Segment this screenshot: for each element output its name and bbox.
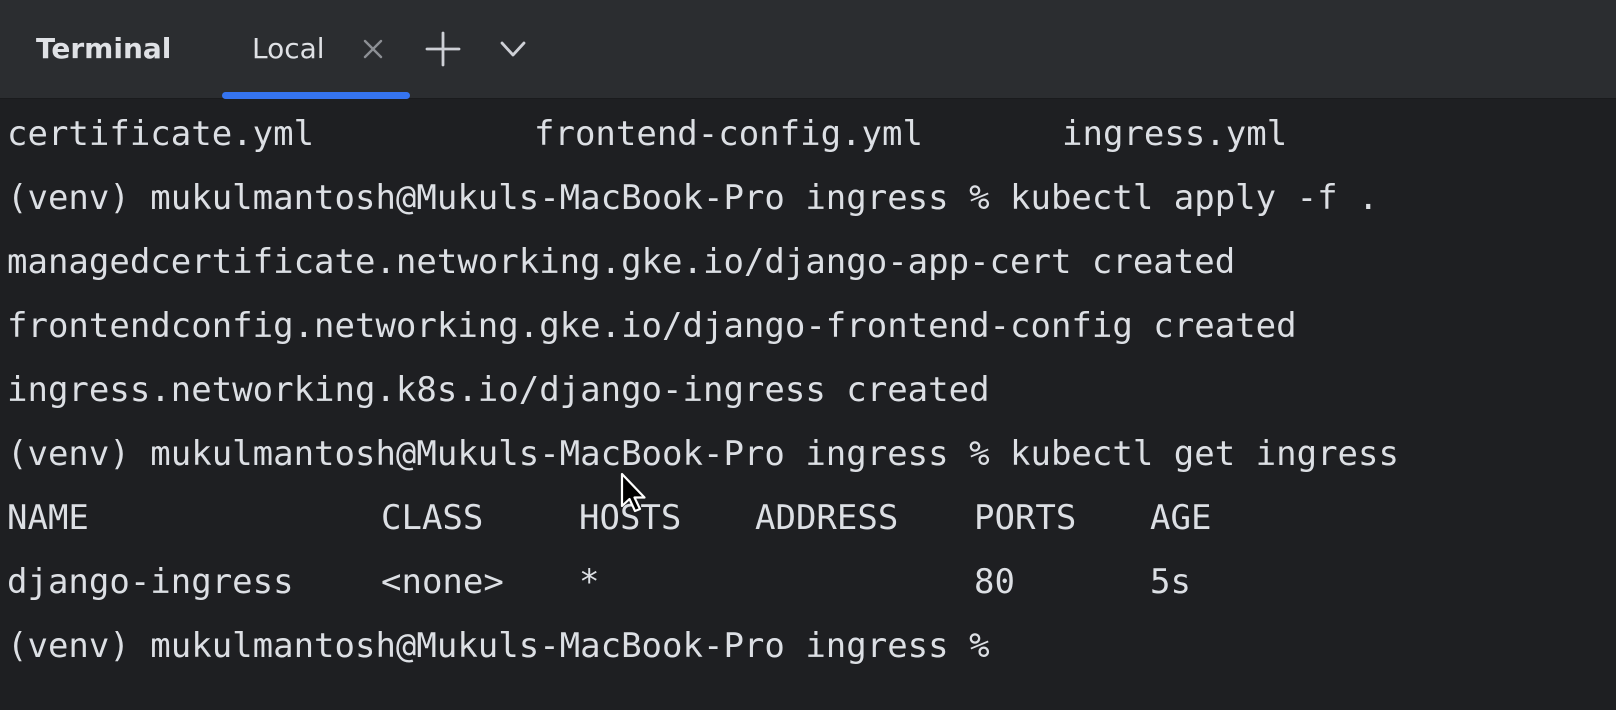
table-header-name: NAME (7, 498, 89, 538)
table-header-row: NAME CLASS HOSTS ADDRESS PORTS AGE (7, 486, 1211, 550)
table-header-ports: PORTS (974, 498, 1077, 538)
terminal-output[interactable]: certificate.yml frontend-config.yml ingr… (0, 99, 1616, 710)
table-cell-age: 5s (1150, 562, 1191, 602)
mouse-pointer-icon (620, 472, 648, 514)
output-line-ingress: ingress.networking.k8s.io/django-ingress… (7, 370, 990, 410)
table-cell-class: <none> (381, 562, 504, 602)
table-row: django-ingress <none> * 80 5s (7, 550, 1191, 614)
table-cell-hosts: * (579, 562, 600, 602)
command-line-apply: (venv) mukulmantosh@Mukuls-MacBook-Pro i… (7, 178, 1379, 218)
close-icon[interactable] (360, 36, 386, 62)
table-header-address: ADDRESS (755, 498, 899, 538)
terminal-tab-bar: Terminal Local (0, 0, 1616, 99)
output-line-frontend: frontendconfig.networking.gke.io/django-… (7, 306, 1297, 346)
tab-local[interactable]: Local (222, 0, 410, 99)
table-header-class: CLASS (381, 498, 484, 538)
plus-icon[interactable] (424, 30, 462, 68)
table-cell-name: django-ingress (7, 562, 294, 602)
active-tab-indicator (222, 92, 410, 99)
ls-file-frontend-config: frontend-config.yml (534, 114, 923, 154)
output-line-cert: managedcertificate.networking.gke.io/dja… (7, 242, 1236, 282)
table-header-age: AGE (1150, 498, 1212, 538)
table-cell-ports: 80 (974, 562, 1015, 602)
command-prompt: (venv) mukulmantosh@Mukuls-MacBook-Pro i… (7, 626, 990, 666)
tab-label: Local (252, 32, 325, 65)
ls-file-certificate: certificate.yml (7, 114, 315, 154)
chevron-down-icon[interactable] (494, 30, 532, 68)
ls-file-ingress: ingress.yml (1062, 114, 1288, 154)
ls-output-line: certificate.yml frontend-config.yml ingr… (7, 102, 1287, 166)
table-header-hosts: HOSTS (579, 498, 682, 538)
tool-window-title: Terminal (36, 32, 172, 65)
command-line-get: (venv) mukulmantosh@Mukuls-MacBook-Pro i… (7, 434, 1399, 474)
